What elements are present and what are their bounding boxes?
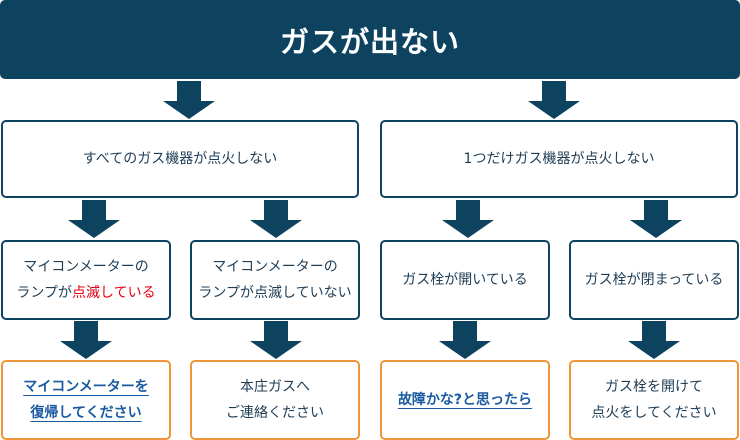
condition-single-appliance: 1つだけガス機器が点火しない xyxy=(380,120,738,198)
gas-valve-open: ガス栓が開いている xyxy=(380,240,550,320)
reset-meter-link[interactable]: マイコンメーターを xyxy=(23,379,149,395)
gas-valve-closed: ガス栓が閉まっている xyxy=(569,240,739,320)
arrow-down-icon xyxy=(250,321,302,359)
arrow-down-icon xyxy=(528,81,580,119)
open-valve-line2: 点火をしてください xyxy=(591,405,717,421)
meter-lamp-not-blinking: マイコンメーターの ランプが点滅していない xyxy=(190,240,360,320)
arrow-down-icon xyxy=(630,200,682,238)
condition-all-appliances-label: すべてのガス機器が点火しない xyxy=(82,151,278,167)
action-reset-meter: マイコンメーターを 復帰してください xyxy=(1,360,171,440)
reset-meter-link[interactable]: 復帰してください xyxy=(30,405,142,421)
meter-lamp-blinking-line1: マイコンメーターの xyxy=(23,259,149,275)
contact-company-line2: ご連絡ください xyxy=(226,405,324,421)
action-troubleshooting: 故障かな?と思ったら xyxy=(380,360,550,440)
meter-lamp-blinking: マイコンメーターの ランプが点滅している xyxy=(1,240,171,320)
gas-valve-closed-label: ガス栓が閉まっている xyxy=(584,272,724,288)
arrow-down-icon xyxy=(60,321,112,359)
arrow-down-icon xyxy=(163,81,215,119)
arrow-down-icon xyxy=(442,200,494,238)
arrow-down-icon xyxy=(68,200,120,238)
meter-lamp-not-blinking-line2: ランプが点滅していない xyxy=(198,285,352,301)
condition-single-appliance-label: 1つだけガス機器が点火しない xyxy=(463,151,655,167)
diagram-title: ガスが出ない xyxy=(0,0,740,79)
meter-lamp-blinking-highlight: 点滅している xyxy=(72,285,156,301)
arrow-down-icon xyxy=(439,321,491,359)
contact-company-line1: 本庄ガスへ xyxy=(240,379,310,395)
action-open-valve: ガス栓を開けて 点火をしてください xyxy=(569,360,739,440)
arrow-down-icon xyxy=(628,321,680,359)
gas-valve-open-label: ガス栓が開いている xyxy=(402,272,528,288)
meter-lamp-blinking-prefix: ランプが xyxy=(16,285,72,301)
meter-lamp-not-blinking-line1: マイコンメーターの xyxy=(212,259,338,275)
troubleshooting-link[interactable]: 故障かな?と思ったら xyxy=(397,392,533,408)
open-valve-line1: ガス栓を開けて xyxy=(604,379,703,395)
action-contact-company: 本庄ガスへ ご連絡ください xyxy=(190,360,360,440)
condition-all-appliances: すべてのガス機器が点火しない xyxy=(1,120,359,198)
arrow-down-icon xyxy=(250,200,302,238)
